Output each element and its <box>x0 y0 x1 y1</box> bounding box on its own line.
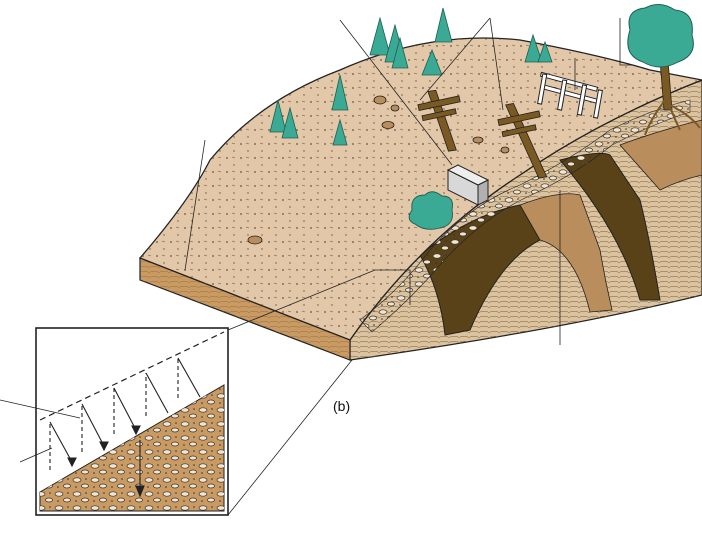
surface-rocks <box>247 95 510 245</box>
fence-icon <box>537 71 603 119</box>
creep-inset <box>0 327 229 516</box>
creep-arrows <box>49 357 201 498</box>
deciduous-tree-icon <box>627 4 701 136</box>
mid-stratum-1 <box>519 193 613 313</box>
conifer-tree-icon <box>269 7 553 146</box>
retaining-wall-icon <box>446 164 490 206</box>
panel-label: (b) <box>333 398 351 414</box>
shrub-icon <box>408 191 453 230</box>
leader-lines <box>184 17 632 516</box>
utility-pole-icon <box>417 89 548 179</box>
creep-rubble <box>359 99 691 333</box>
